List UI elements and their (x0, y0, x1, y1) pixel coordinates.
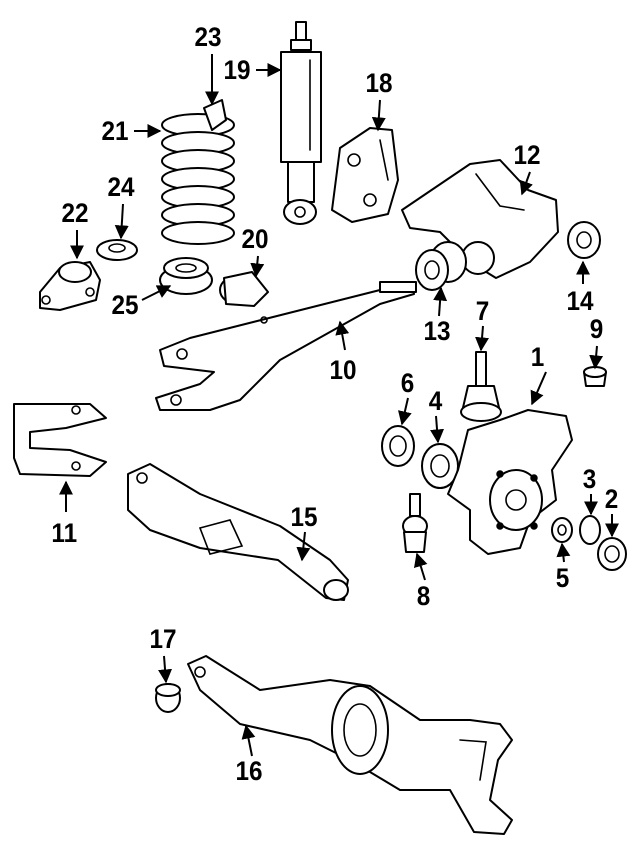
leader-lines (59, 54, 619, 757)
part-upper-ball-joint (460, 351, 502, 422)
part-steering-knuckle (447, 409, 573, 555)
part-radius-arm (155, 271, 417, 411)
callout-18: 18 (365, 68, 393, 98)
callout-13: 13 (423, 316, 451, 346)
part-bearing-3 (579, 515, 601, 545)
part-spring-insulator (159, 257, 213, 295)
callout-14: 14 (566, 286, 594, 316)
callout-11: 11 (51, 518, 78, 548)
callout-16: 16 (235, 756, 263, 786)
callout-4: 4 (428, 386, 443, 416)
callout-23: 23 (194, 22, 222, 52)
part-bushing-14 (567, 221, 601, 259)
part-shock-absorber (280, 21, 322, 225)
callout-2: 2 (604, 484, 619, 514)
part-coil-spring (161, 99, 235, 245)
callout-9: 9 (589, 314, 604, 344)
part-shock-bracket (331, 127, 399, 223)
callout-6: 6 (400, 368, 415, 398)
callout-8: 8 (416, 581, 431, 611)
part-spring-mount (39, 261, 101, 311)
callout-20: 20 (241, 224, 269, 254)
callout-25: 25 (111, 290, 139, 320)
part-seal-5 (551, 517, 573, 543)
callout-22: 22 (61, 198, 89, 228)
callout-12: 12 (513, 140, 541, 170)
part-axle-housing (187, 655, 513, 835)
callout-15: 15 (290, 502, 318, 532)
callout-1: 1 (530, 342, 545, 372)
callout-17: 17 (149, 624, 177, 654)
part-cup-2 (597, 537, 627, 571)
callout-21: 21 (101, 116, 129, 146)
callout-5: 5 (555, 563, 570, 593)
part-bracket-11 (13, 403, 107, 477)
part-seal-6 (381, 425, 415, 467)
callout-24: 24 (107, 172, 135, 202)
part-pivot-bushing (415, 241, 467, 291)
part-nut-9 (583, 366, 607, 387)
part-bushing-17 (155, 683, 181, 713)
part-insulator-washer (96, 239, 138, 261)
callout-3: 3 (582, 464, 597, 494)
part-pivot-bracket (401, 159, 559, 279)
part-axle-beam (127, 463, 349, 601)
part-lower-ball-joint (402, 493, 428, 553)
callout-10: 10 (329, 355, 357, 385)
callout-19: 19 (223, 55, 251, 85)
callout-7: 7 (475, 296, 490, 326)
